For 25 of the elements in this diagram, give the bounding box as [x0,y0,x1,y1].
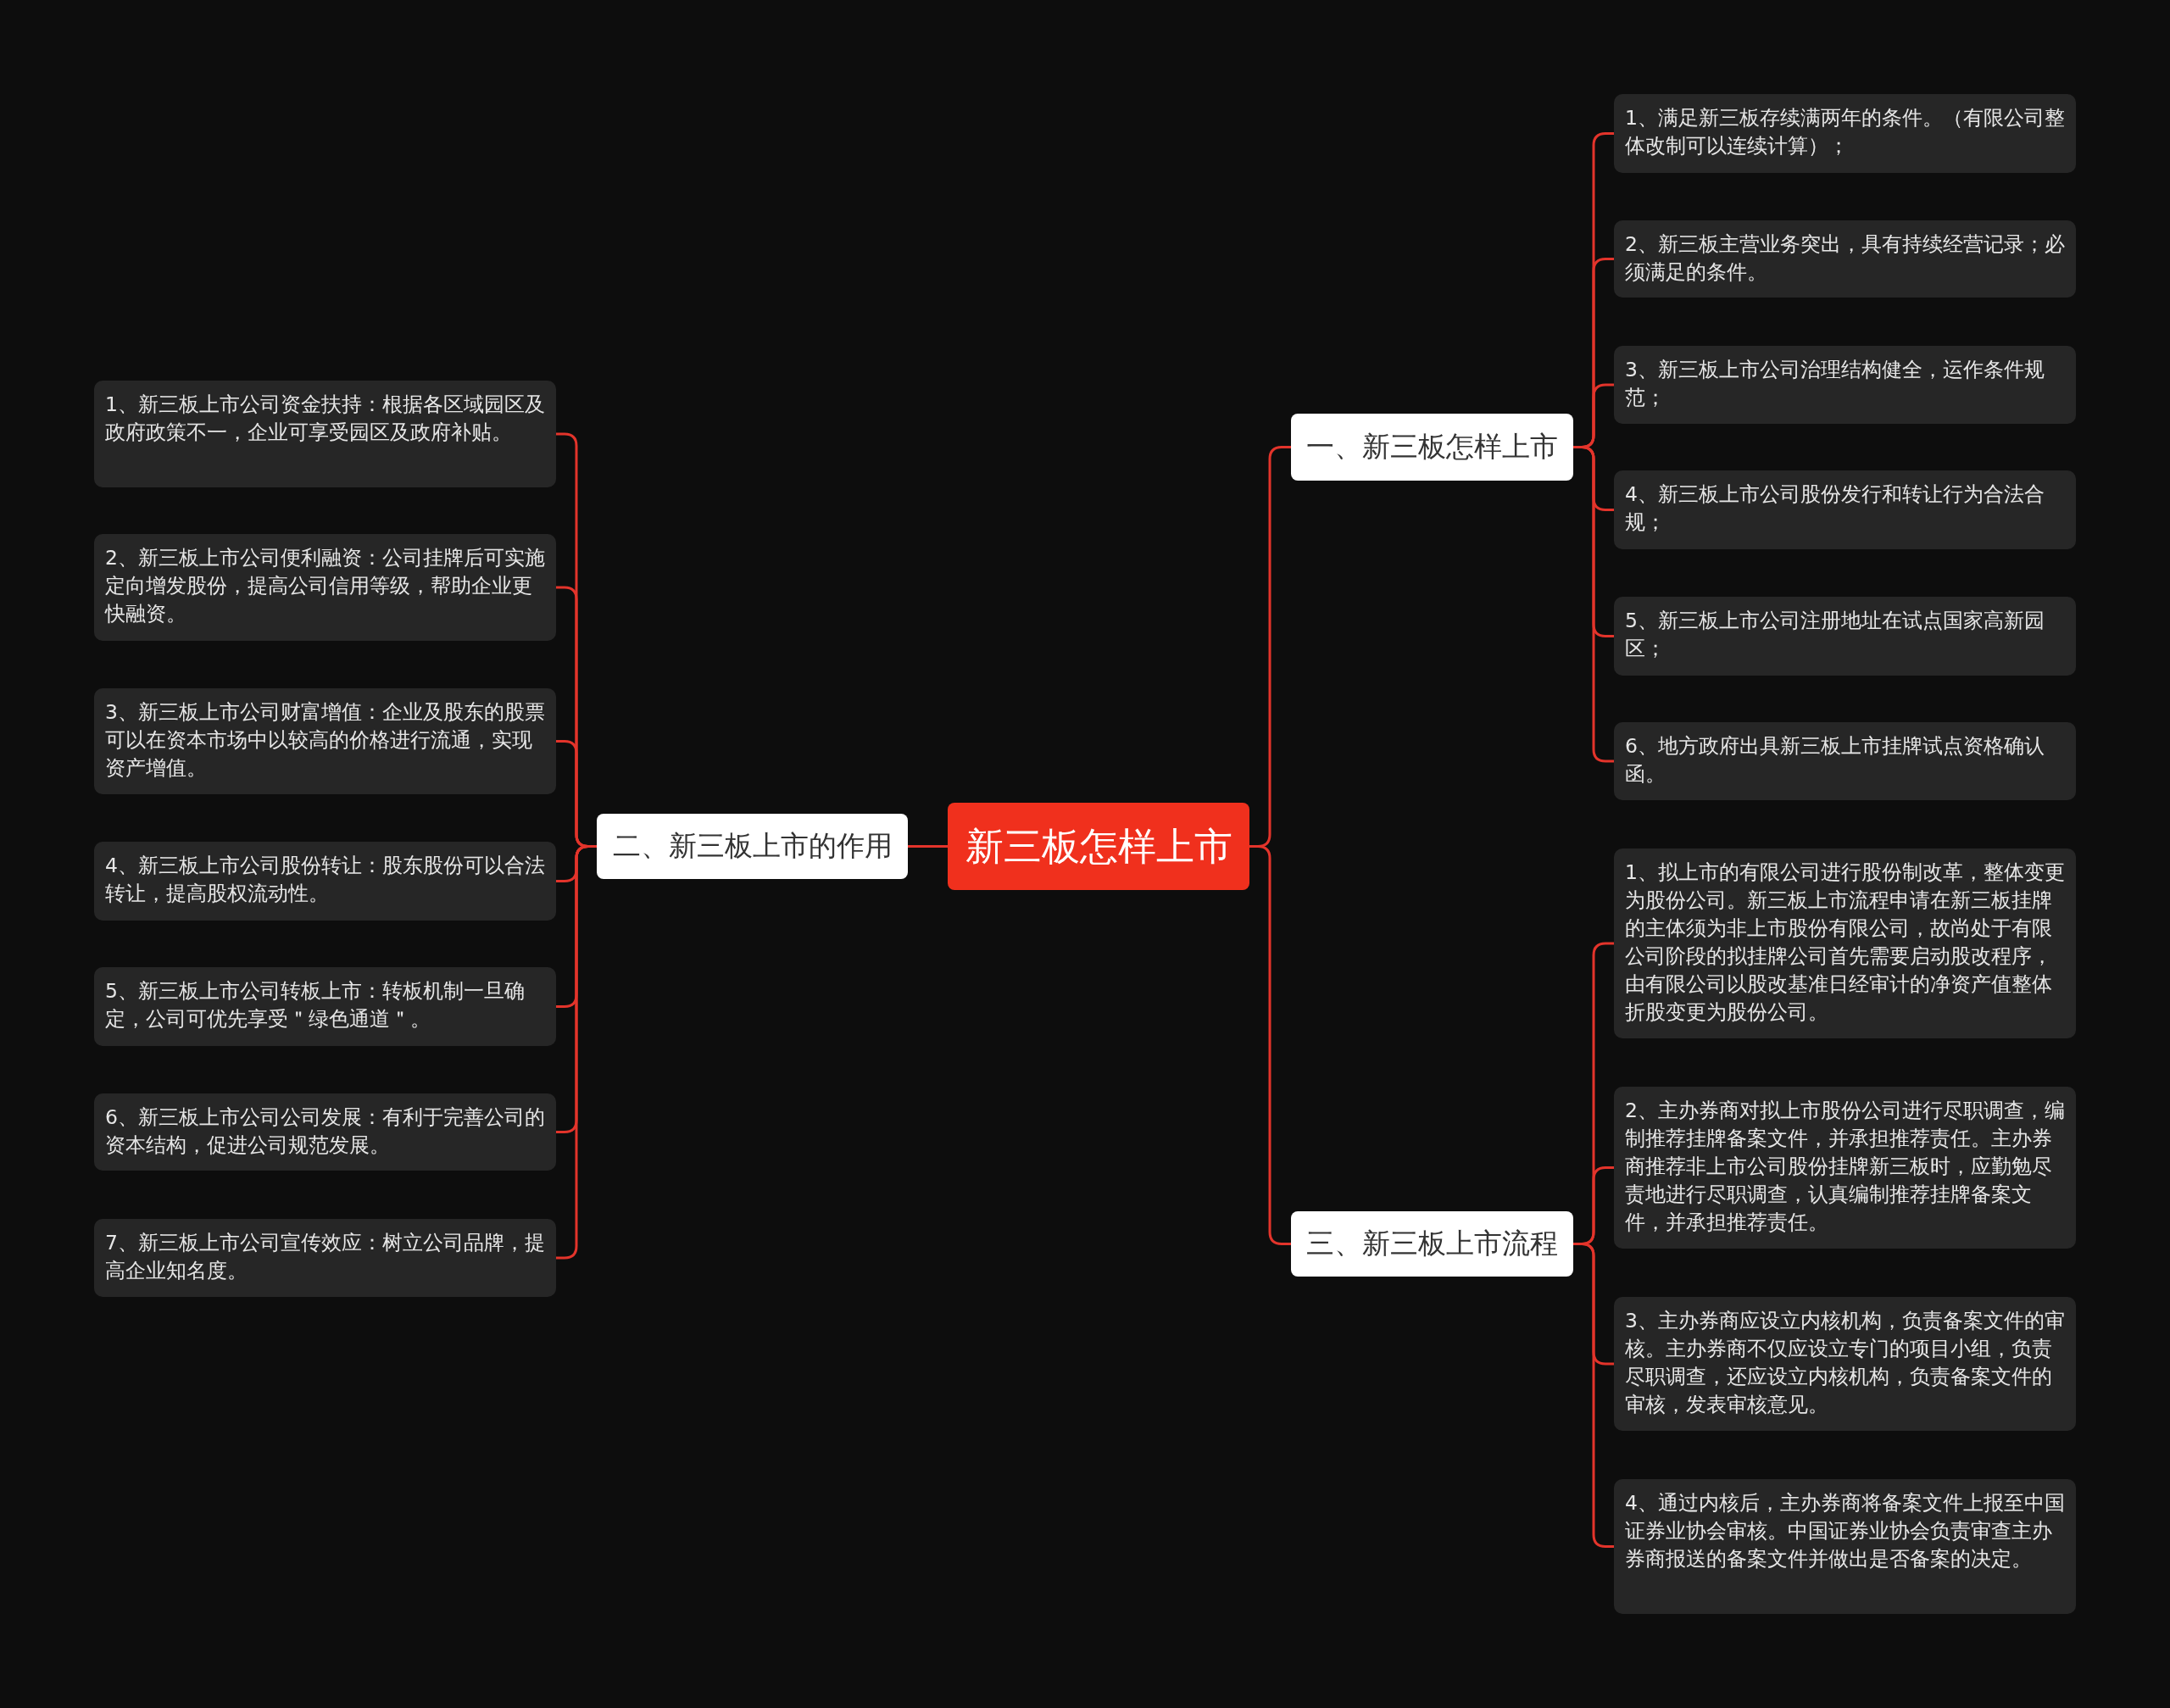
connector-line [908,845,948,848]
central-topic-box: 新三板怎样上市 [948,803,1249,890]
topic-card: 2、新三板上市公司便利融资：公司挂牌后可实施定向增发股份，提高公司信用等级，帮助企业更快融资。 [94,534,556,641]
topic-card: 7、新三板上市公司宣传效应：树立公司品牌，提高企业知名度。 [94,1219,556,1297]
topic-card: 3、新三板上市公司财富增值：企业及股东的股票可以在资本市场中以较高的价格进行流通，实现资产增值。 [94,688,556,794]
topic-card: 4、新三板上市公司股份转让：股东股份可以合法转让，提高股权流动性。 [94,842,556,921]
topic-card: 4、通过内核后，主办券商将备案文件上报至中国证券业协会审核。中国证券业协会负责审查主办券商报送的备案文件并做出是否备案的决定。 [1614,1479,2076,1614]
topic-card: 6、新三板上市公司公司发展：有利于完善公司的资本结构，促进公司规范发展。 [94,1093,556,1171]
topic-card: 3、新三板上市公司治理结构健全，运作条件规范； [1614,346,2076,424]
topic-card: 1、满足新三板存续满两年的条件。（有限公司整体改制可以连续计算）； [1614,94,2076,173]
topic-card: 5、新三板上市公司注册地址在试点国家高新园区； [1614,597,2076,676]
topic-card: 5、新三板上市公司转板上市：转板机制一旦确定，公司可优先享受＂绿色通道＂。 [94,967,556,1046]
topic-card: 1、拟上市的有限公司进行股份制改革，整体变更为股份公司。新三板上市流程申请在新三板挂牌的主体须为非上市股份有限公司，故尚处于有限公司阶段的拟挂牌公司首先需要启动股改程序，由有限公司以股改基准日经审计的净资产值整体折股变更为股份公司。 [1614,848,2076,1038]
branch-topic-box: 三、新三板上市流程 [1291,1211,1573,1277]
connector-line [1573,1243,1614,1548]
topic-card: 6、地方政府出具新三板上市挂牌试点资格确认函。 [1614,722,2076,800]
topic-card: 1、新三板上市公司资金扶持：根据各区域园区及政府政策不一，企业可享受园区及政府补贴。 [94,381,556,487]
topic-card: 2、新三板主营业务突出，具有持续经营记录；必须满足的条件。 [1614,220,2076,298]
connector-line [1249,845,1291,1245]
topic-card: 4、新三板上市公司股份发行和转让行为合法合规； [1614,470,2076,549]
branch-topic-box: 二、新三板上市的作用 [597,814,908,879]
topic-card: 2、主办券商对拟上市股份公司进行尽职调查，编制推荐挂牌备案文件，并承担推荐责任。主办券商推荐非上市公司股份挂牌新三板时，应勤勉尽责地进行尽职调查，认真编制推荐挂牌备案文件，并承担推荐责任。 [1614,1087,2076,1249]
branch-topic-box: 一、新三板怎样上市 [1291,414,1573,481]
connector-line [1573,446,1614,763]
topic-card: 3、主办券商应设立内核机构，负责备案文件的审核。主办券商不仅应设立专门的项目小组，负责尽职调查，还应设立内核机构，负责备案文件的审核，发表审核意见。 [1614,1297,2076,1431]
